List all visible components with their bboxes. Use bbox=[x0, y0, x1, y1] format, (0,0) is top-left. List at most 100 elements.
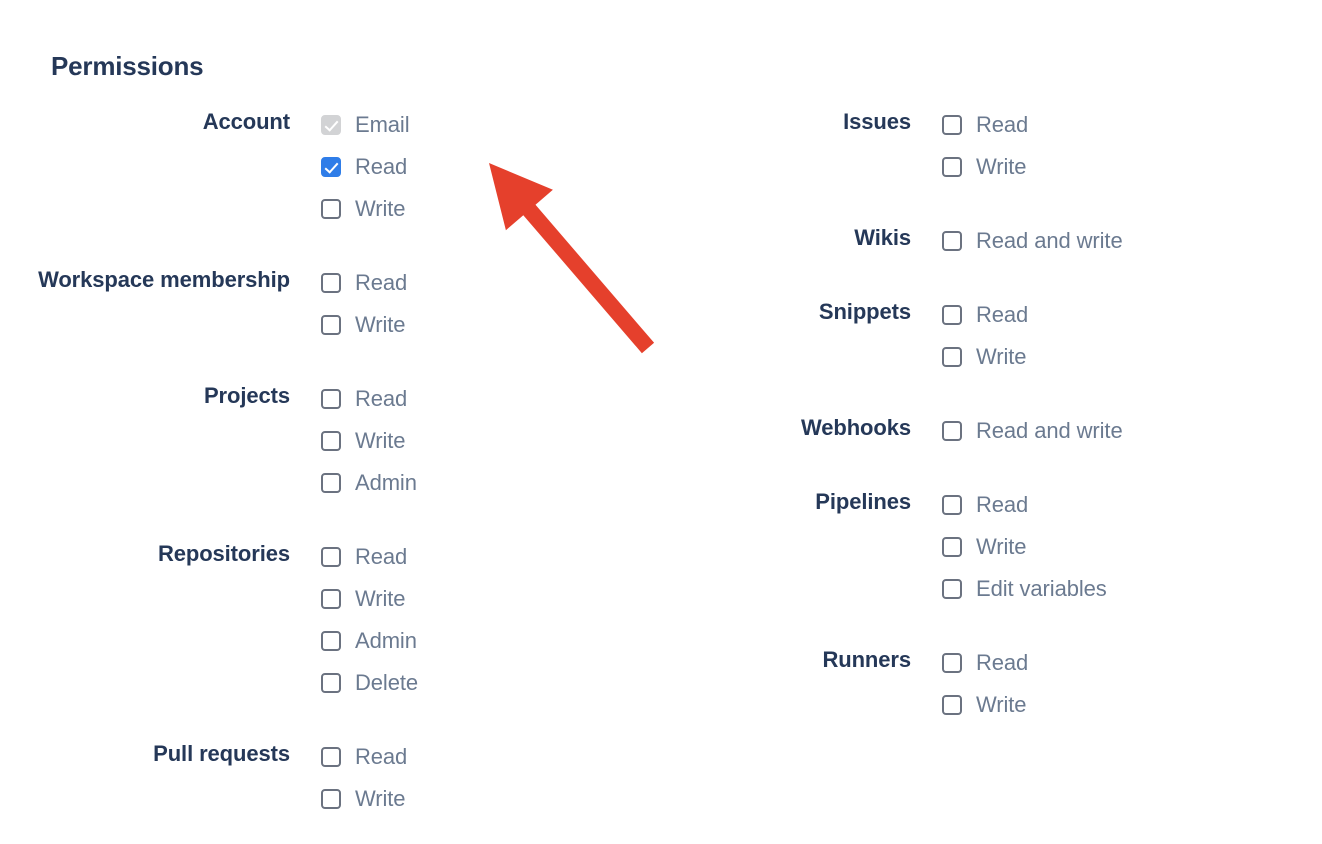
permission-option-label: Email bbox=[355, 112, 410, 137]
permission-group-label: Projects bbox=[203, 383, 290, 408]
permission-option-label: Write bbox=[355, 312, 406, 337]
checkbox-unchecked-icon[interactable] bbox=[942, 495, 962, 515]
permission-option-label: Read and write bbox=[976, 418, 1123, 443]
permission-option-row[interactable]: Write bbox=[321, 420, 417, 462]
permission-group-label: Webhooks bbox=[800, 415, 911, 440]
permission-option-row[interactable]: Read and write bbox=[942, 410, 1123, 452]
permission-option-label: Read bbox=[355, 154, 408, 179]
checkbox-unchecked-icon[interactable] bbox=[942, 231, 962, 251]
checkbox-unchecked-icon[interactable] bbox=[321, 199, 341, 219]
checkbox-unchecked-icon[interactable] bbox=[321, 789, 341, 809]
permission-option-label: Write bbox=[355, 428, 406, 453]
permission-option-label: Write bbox=[976, 534, 1027, 559]
checkbox-unchecked-icon[interactable] bbox=[321, 389, 341, 409]
checkbox-unchecked-icon[interactable] bbox=[942, 653, 962, 673]
permission-option-row[interactable]: Read bbox=[321, 378, 417, 420]
permission-option-label: Admin bbox=[355, 470, 417, 495]
checkbox-unchecked-icon[interactable] bbox=[321, 431, 341, 451]
permission-option-row[interactable]: Read and write bbox=[942, 220, 1123, 262]
checkbox-unchecked-icon[interactable] bbox=[942, 579, 962, 599]
checkbox-unchecked-icon[interactable] bbox=[942, 157, 962, 177]
checkbox-unchecked-icon[interactable] bbox=[321, 473, 341, 493]
permission-option-label: Read bbox=[976, 302, 1029, 327]
permission-option-row[interactable]: Write bbox=[942, 336, 1028, 378]
checkbox-checked-icon[interactable] bbox=[321, 157, 341, 177]
permission-option-label: Edit variables bbox=[976, 576, 1107, 601]
permission-option-row[interactable]: Write bbox=[942, 684, 1028, 726]
checkbox-unchecked-icon[interactable] bbox=[321, 589, 341, 609]
permission-option-row[interactable]: Read bbox=[321, 146, 410, 188]
permission-option-label: Read bbox=[976, 650, 1029, 675]
permission-option-label: Read bbox=[355, 386, 408, 411]
permission-option-label: Read and write bbox=[976, 228, 1123, 253]
checkbox-unchecked-icon[interactable] bbox=[321, 547, 341, 567]
permission-option-row[interactable]: Read bbox=[942, 294, 1028, 336]
checkbox-unchecked-icon[interactable] bbox=[942, 347, 962, 367]
permission-option-row[interactable]: Read bbox=[321, 262, 407, 304]
checkbox-unchecked-icon[interactable] bbox=[321, 315, 341, 335]
permission-option-row[interactable]: Admin bbox=[321, 620, 418, 662]
permission-option-row[interactable]: Write bbox=[942, 146, 1028, 188]
permission-option-row[interactable]: Read bbox=[321, 736, 407, 778]
checkbox-unchecked-icon[interactable] bbox=[321, 673, 341, 693]
checkbox-disabled-checked-icon bbox=[321, 115, 341, 135]
permission-option-label: Write bbox=[355, 786, 406, 811]
permission-option-row[interactable]: Admin bbox=[321, 462, 417, 504]
permission-group-label: Runners bbox=[822, 647, 911, 672]
permission-option-label: Write bbox=[976, 344, 1027, 369]
checkbox-unchecked-icon[interactable] bbox=[321, 747, 341, 767]
permission-option-row[interactable]: Email bbox=[321, 104, 410, 146]
permission-option-list: Read and write bbox=[911, 220, 1123, 262]
permission-option-row[interactable]: Write bbox=[321, 304, 407, 346]
permission-group-label: Workspace membership bbox=[38, 267, 290, 292]
permission-group-label: Snippets bbox=[818, 299, 911, 324]
permission-option-label: Write bbox=[355, 586, 406, 611]
permission-option-row[interactable]: Read bbox=[942, 484, 1107, 526]
permission-option-row[interactable]: Read bbox=[942, 104, 1028, 146]
checkbox-unchecked-icon[interactable] bbox=[942, 115, 962, 135]
checkbox-unchecked-icon[interactable] bbox=[321, 631, 341, 651]
permission-option-row[interactable]: Read bbox=[321, 536, 418, 578]
permission-option-label: Admin bbox=[355, 628, 417, 653]
checkbox-unchecked-icon[interactable] bbox=[942, 421, 962, 441]
permission-option-label: Read bbox=[976, 492, 1029, 517]
permission-option-row[interactable]: Read bbox=[942, 642, 1028, 684]
page-title: Permissions bbox=[51, 51, 204, 81]
permission-group-label: Account bbox=[202, 109, 290, 134]
permission-option-row[interactable]: Write bbox=[321, 778, 407, 820]
permission-group-label: Issues bbox=[843, 109, 911, 134]
permission-option-row[interactable]: Delete bbox=[321, 662, 418, 704]
permission-option-label: Write bbox=[355, 196, 406, 221]
permission-option-label: Write bbox=[976, 692, 1027, 717]
checkbox-unchecked-icon[interactable] bbox=[942, 537, 962, 557]
permission-option-row[interactable]: Write bbox=[321, 578, 418, 620]
permission-option-label: Write bbox=[976, 154, 1027, 179]
permission-option-label: Read bbox=[976, 112, 1029, 137]
permission-group-label: Pull requests bbox=[153, 741, 290, 766]
permission-group-label: Pipelines bbox=[815, 489, 911, 514]
permission-option-label: Read bbox=[355, 744, 408, 769]
permission-option-label: Read bbox=[355, 270, 408, 295]
permission-option-row[interactable]: Write bbox=[321, 188, 410, 230]
checkbox-unchecked-icon[interactable] bbox=[942, 305, 962, 325]
checkbox-unchecked-icon[interactable] bbox=[942, 695, 962, 715]
permission-option-row[interactable]: Edit variables bbox=[942, 568, 1107, 610]
permission-option-row[interactable]: Write bbox=[942, 526, 1107, 568]
checkbox-unchecked-icon[interactable] bbox=[321, 273, 341, 293]
